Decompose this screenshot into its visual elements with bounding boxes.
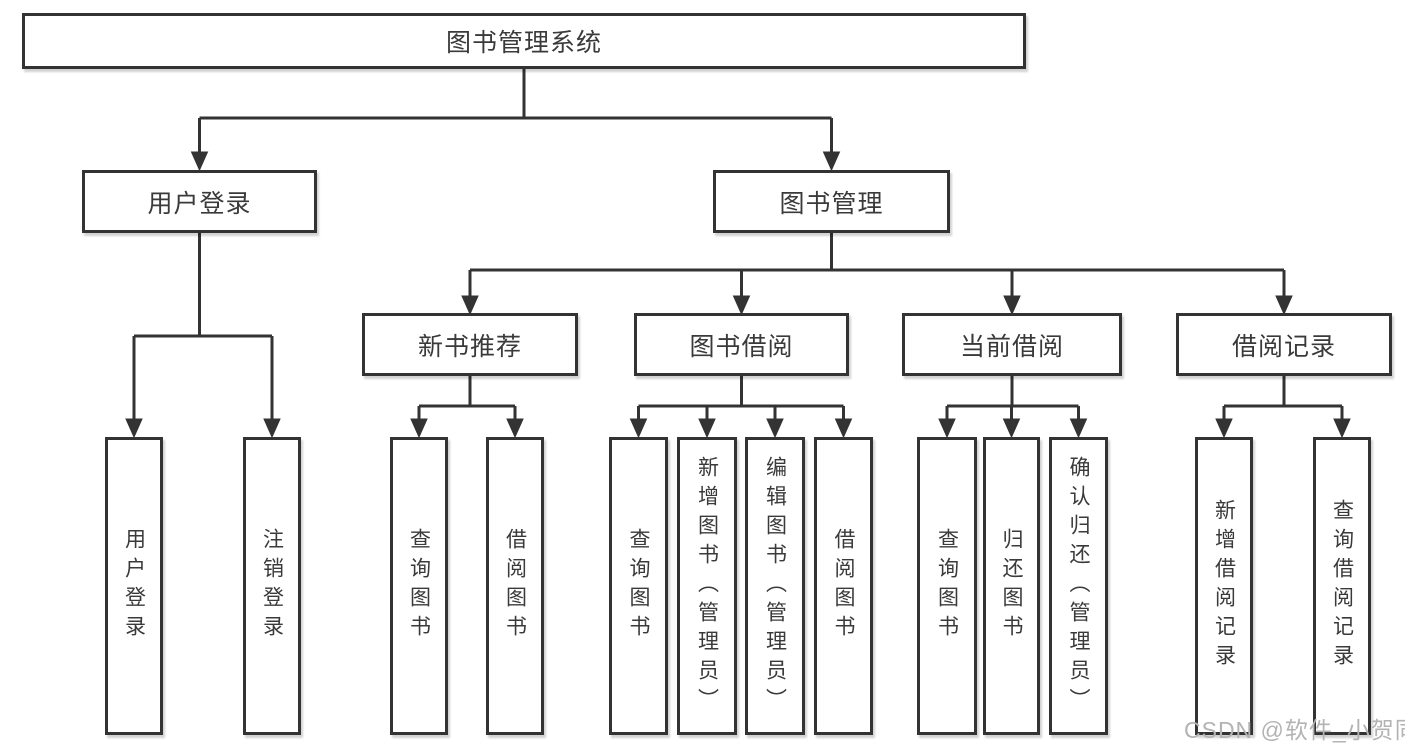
node-leaf-borrow-add-label: 新增图书（管理员） [695,455,719,717]
node-leaf-logout: 注销登录 [243,437,301,735]
node-leaf-newbooks-borrow: 借阅图书 [486,437,544,735]
node-leaf-current-confirm-label: 确认归还（管理员） [1067,455,1091,717]
node-user-login-label: 用户登录 [147,189,252,218]
node-leaf-borrow-query-label: 查询图书 [627,528,651,644]
node-leaf-newbooks-query: 查询图书 [390,437,448,735]
node-leaf-records-query-label: 查询借阅记录 [1330,499,1354,673]
node-current-borrow: 当前借阅 [902,313,1122,376]
node-new-books-label: 新书推荐 [417,332,522,361]
node-book-mgmt-label: 图书管理 [779,189,884,218]
node-borrow-records: 借阅记录 [1176,313,1392,376]
connector-book-mgmt-to-level3 [461,233,1293,316]
node-root: 图书管理系统 [22,13,1026,69]
node-leaf-current-return: 归还图书 [983,437,1040,735]
node-leaf-records-query: 查询借阅记录 [1313,437,1371,735]
node-book-borrow: 图书借阅 [634,313,849,376]
node-leaf-logout-label: 注销登录 [260,528,284,644]
node-user-login: 用户登录 [82,170,317,233]
node-leaf-user-login: 用户登录 [105,437,163,735]
node-new-books: 新书推荐 [362,313,578,376]
node-current-borrow-label: 当前借阅 [959,332,1064,361]
node-root-label: 图书管理系统 [445,29,602,57]
connector-book-borrow-children [629,376,853,439]
connector-user-login-children [125,233,281,439]
csdn-watermark: CSDN @软件_小贺同学 [1184,717,1405,743]
node-leaf-borrow-add: 新增图书（管理员） [677,437,737,735]
node-leaf-current-return-label: 归还图书 [1000,528,1024,644]
node-leaf-records-add-label: 新增借阅记录 [1212,499,1236,673]
node-leaf-newbooks-query-label: 查询图书 [407,528,431,644]
connector-current-borrow-children [938,376,1088,439]
node-leaf-records-add: 新增借阅记录 [1195,437,1253,735]
node-leaf-current-query: 查询图书 [917,437,977,735]
node-leaf-borrow-borrow-label: 借阅图书 [832,528,856,644]
node-leaf-borrow-edit-label: 编辑图书（管理员） [763,455,787,717]
connector-records-children [1215,376,1351,439]
node-leaf-borrow-borrow: 借阅图书 [814,437,873,735]
node-borrow-records-label: 借阅记录 [1231,332,1336,361]
node-book-mgmt: 图书管理 [713,170,950,233]
connector-new-books-children [410,376,524,439]
node-leaf-user-login-label: 用户登录 [122,528,146,644]
node-book-borrow-label: 图书借阅 [689,332,794,361]
node-leaf-current-confirm: 确认归还（管理员） [1049,437,1108,735]
node-leaf-current-query-label: 查询图书 [935,528,959,644]
node-leaf-borrow-query: 查询图书 [609,437,668,735]
node-leaf-borrow-edit: 编辑图书（管理员） [745,437,805,735]
node-leaf-newbooks-borrow-label: 借阅图书 [503,528,527,644]
connector-root-to-level2 [190,69,841,172]
